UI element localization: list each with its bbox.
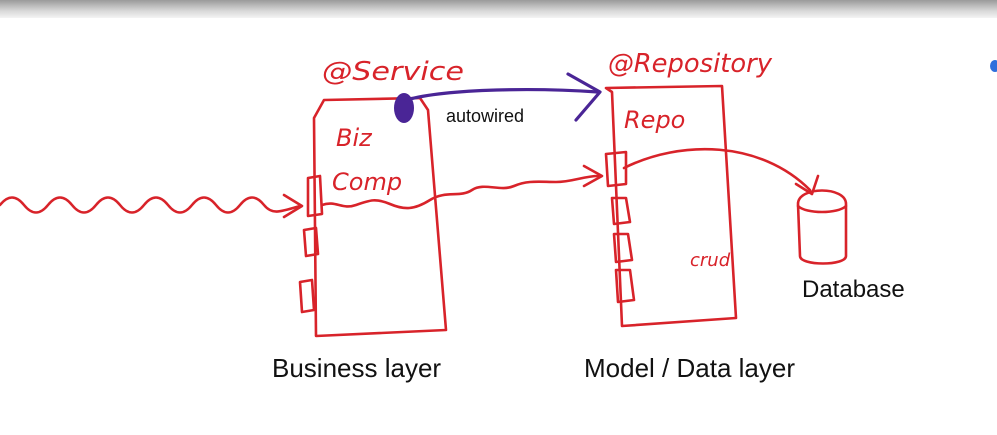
database-label: Database bbox=[802, 276, 905, 303]
database-cylinder bbox=[796, 189, 848, 265]
biz-port-2 bbox=[302, 226, 320, 258]
incoming-request-wave bbox=[0, 196, 302, 214]
model-data-layer-label: Model / Data layer bbox=[584, 353, 795, 383]
autowired-arrowhead bbox=[566, 72, 602, 122]
repo-box bbox=[604, 84, 738, 328]
service-annotation: @Service bbox=[322, 57, 464, 87]
repo-to-db-arrow bbox=[622, 147, 812, 192]
database-cylinder-rim bbox=[796, 204, 848, 214]
window-top-edge bbox=[0, 0, 997, 18]
repo-port-2 bbox=[610, 196, 632, 226]
biz-port-1 bbox=[306, 174, 324, 218]
repo-port-3 bbox=[612, 232, 634, 264]
autowired-label: autowired bbox=[446, 106, 524, 126]
repository-annotation: @Repository bbox=[608, 49, 773, 79]
biz-port-3 bbox=[298, 278, 316, 314]
business-layer-label: Business layer bbox=[272, 353, 441, 383]
crud-label: crud bbox=[690, 250, 731, 271]
repo-port-1 bbox=[604, 150, 628, 188]
repo-label: Repo bbox=[624, 106, 685, 134]
repo-port-4 bbox=[614, 268, 636, 304]
biz-to-repo-wave bbox=[320, 174, 600, 210]
autowired-arrow bbox=[404, 88, 600, 102]
blue-dot-marker bbox=[990, 60, 997, 72]
incoming-request-arrowhead bbox=[282, 193, 304, 219]
biz-label: Biz bbox=[336, 124, 373, 152]
biz-to-repo-arrowhead bbox=[582, 164, 604, 188]
repo-to-db-arrowhead bbox=[794, 174, 820, 196]
biz-component-box bbox=[312, 96, 448, 338]
comp-label: Comp bbox=[332, 168, 402, 196]
